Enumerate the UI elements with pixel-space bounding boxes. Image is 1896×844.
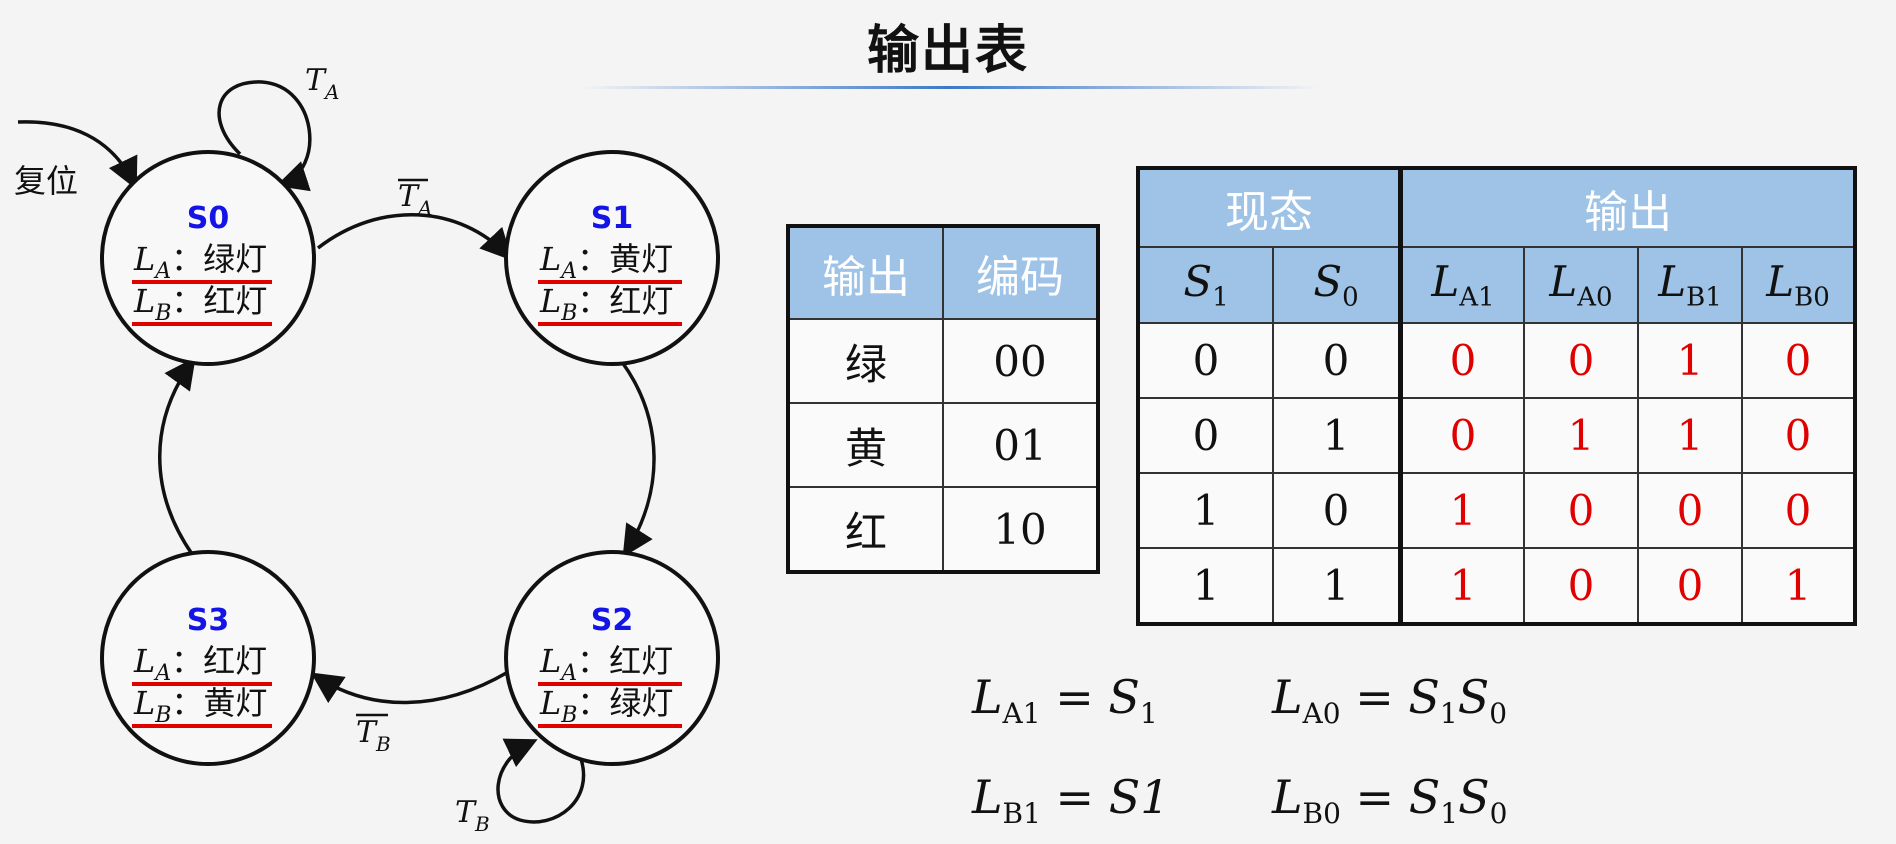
state-name: S1 [591,201,633,236]
s3-to-s0-arrow [158,356,196,555]
encoding-color-cell: 黄 [787,402,944,488]
state-s2: S2 LA：红灯 LB：绿灯 [504,550,720,766]
cell-s1: 1 [1137,547,1274,625]
s2-to-s3-label: TB [356,715,391,756]
cell-lb1: 0 [1637,472,1743,549]
reset-label: 复位 [14,162,78,200]
column-header-lb1: LB1 [1637,246,1743,324]
table-row: 1 0 1 0 0 0 [1137,472,1856,549]
cell-lb0: 0 [1741,397,1856,474]
encoding-header-output: 输出 [787,225,944,320]
equation-lb1: LB1 = S1 [972,770,1170,831]
group-header-current-state: 现态 [1137,167,1402,248]
cell-s0: 1 [1272,397,1402,474]
cell-lb1: 0 [1637,547,1743,625]
column-header-la1: LA1 [1398,246,1525,324]
state-diagram: 复位 TA TA TB TB S0 LA：绿灯 LB：红灯 S1 LA：黄灯 L… [14,63,720,836]
table-row: 绿 00 [787,318,1099,404]
encoding-code-cell: 01 [942,402,1099,488]
table-row: 0 0 0 0 1 0 [1137,322,1856,399]
cell-lb0: 1 [1741,547,1856,625]
cell-s0: 0 [1272,322,1402,399]
encoding-code-cell: 00 [942,318,1099,404]
cell-la1: 1 [1398,547,1525,625]
encoding-header-code: 编码 [942,225,1099,320]
cell-s0: 1 [1272,547,1402,625]
cell-lb1: 1 [1637,397,1743,474]
state-s0: S0 LA：绿灯 LB：红灯 [100,150,316,366]
output-table: 现态 输出 S1 S0 LA1 LA0 LB1 LB0 0 0 0 0 1 0 … [1136,166,1857,626]
encoding-code-cell: 10 [942,486,1099,573]
encoding-header-row: 输出 编码 [787,225,1099,320]
cell-la1: 1 [1398,472,1525,549]
s0-self-loop [217,80,312,192]
state-lb-line: LB：红灯 [133,282,267,326]
cell-la0: 0 [1523,322,1639,399]
group-header-outputs: 输出 [1398,167,1856,248]
s0-self-loop-label: TA [305,63,339,104]
s1-to-s2-arrow [620,360,656,558]
state-name: S3 [187,603,229,638]
cell-s1: 0 [1137,397,1274,474]
equation-la1: LA1 = S1 [972,670,1158,731]
equation-lb0: LB0 = S1S0 [1272,770,1508,831]
table-row: 黄 01 [787,402,1099,488]
equation-la0: LA0 = S1S0 [1272,670,1508,731]
s2-self-loop-label: TB [455,795,490,836]
state-lb-line: LB：绿灯 [539,684,673,728]
column-header-la0: LA0 [1523,246,1639,324]
cell-lb1: 1 [1637,322,1743,399]
state-name: S0 [187,201,229,236]
cell-lb0: 0 [1741,322,1856,399]
cell-la0: 1 [1523,397,1639,474]
s2-self-loop [496,738,586,824]
cell-la1: 0 [1398,397,1525,474]
state-la-line: LA：红灯 [539,642,673,686]
output-column-header-row: S1 S0 LA1 LA0 LB1 LB0 [1137,246,1856,324]
cell-s1: 0 [1137,322,1274,399]
table-row: 0 1 0 1 1 0 [1137,397,1856,474]
s2-to-s3-arrow [310,670,509,705]
s0-to-s1-label: TA [398,179,432,220]
cell-la0: 0 [1523,472,1639,549]
encoding-color-cell: 红 [787,486,944,573]
state-s1: S1 LA：黄灯 LB：红灯 [504,150,720,366]
table-row: 红 10 [787,486,1099,573]
state-s3: S3 LA：红灯 LB：黄灯 [100,550,316,766]
encoding-table: 输出 编码 绿 00 黄 01 红 10 [786,224,1100,574]
column-header-s1: S1 [1137,246,1274,324]
state-la-line: LA：黄灯 [539,240,673,284]
cell-s1: 1 [1137,472,1274,549]
state-la-line: LA：红灯 [133,642,267,686]
s0-to-s1-arrow [316,213,513,261]
state-lb-line: LB：黄灯 [133,684,267,728]
reset-arrow [17,120,138,190]
state-la-line: LA：绿灯 [133,240,267,284]
output-group-header-row: 现态 输出 [1137,167,1856,248]
cell-la1: 0 [1398,322,1525,399]
state-lb-line: LB：红灯 [539,282,673,326]
page-title: 输出表 [866,21,1029,81]
cell-lb0: 0 [1741,472,1856,549]
cell-s0: 0 [1272,472,1402,549]
encoding-color-cell: 绿 [787,318,944,404]
state-name: S2 [591,603,633,638]
cell-la0: 0 [1523,547,1639,625]
column-header-s0: S0 [1272,246,1402,324]
table-row: 1 1 1 0 0 1 [1137,547,1856,625]
title-divider [580,86,1320,89]
column-header-lb0: LB0 [1741,246,1856,324]
